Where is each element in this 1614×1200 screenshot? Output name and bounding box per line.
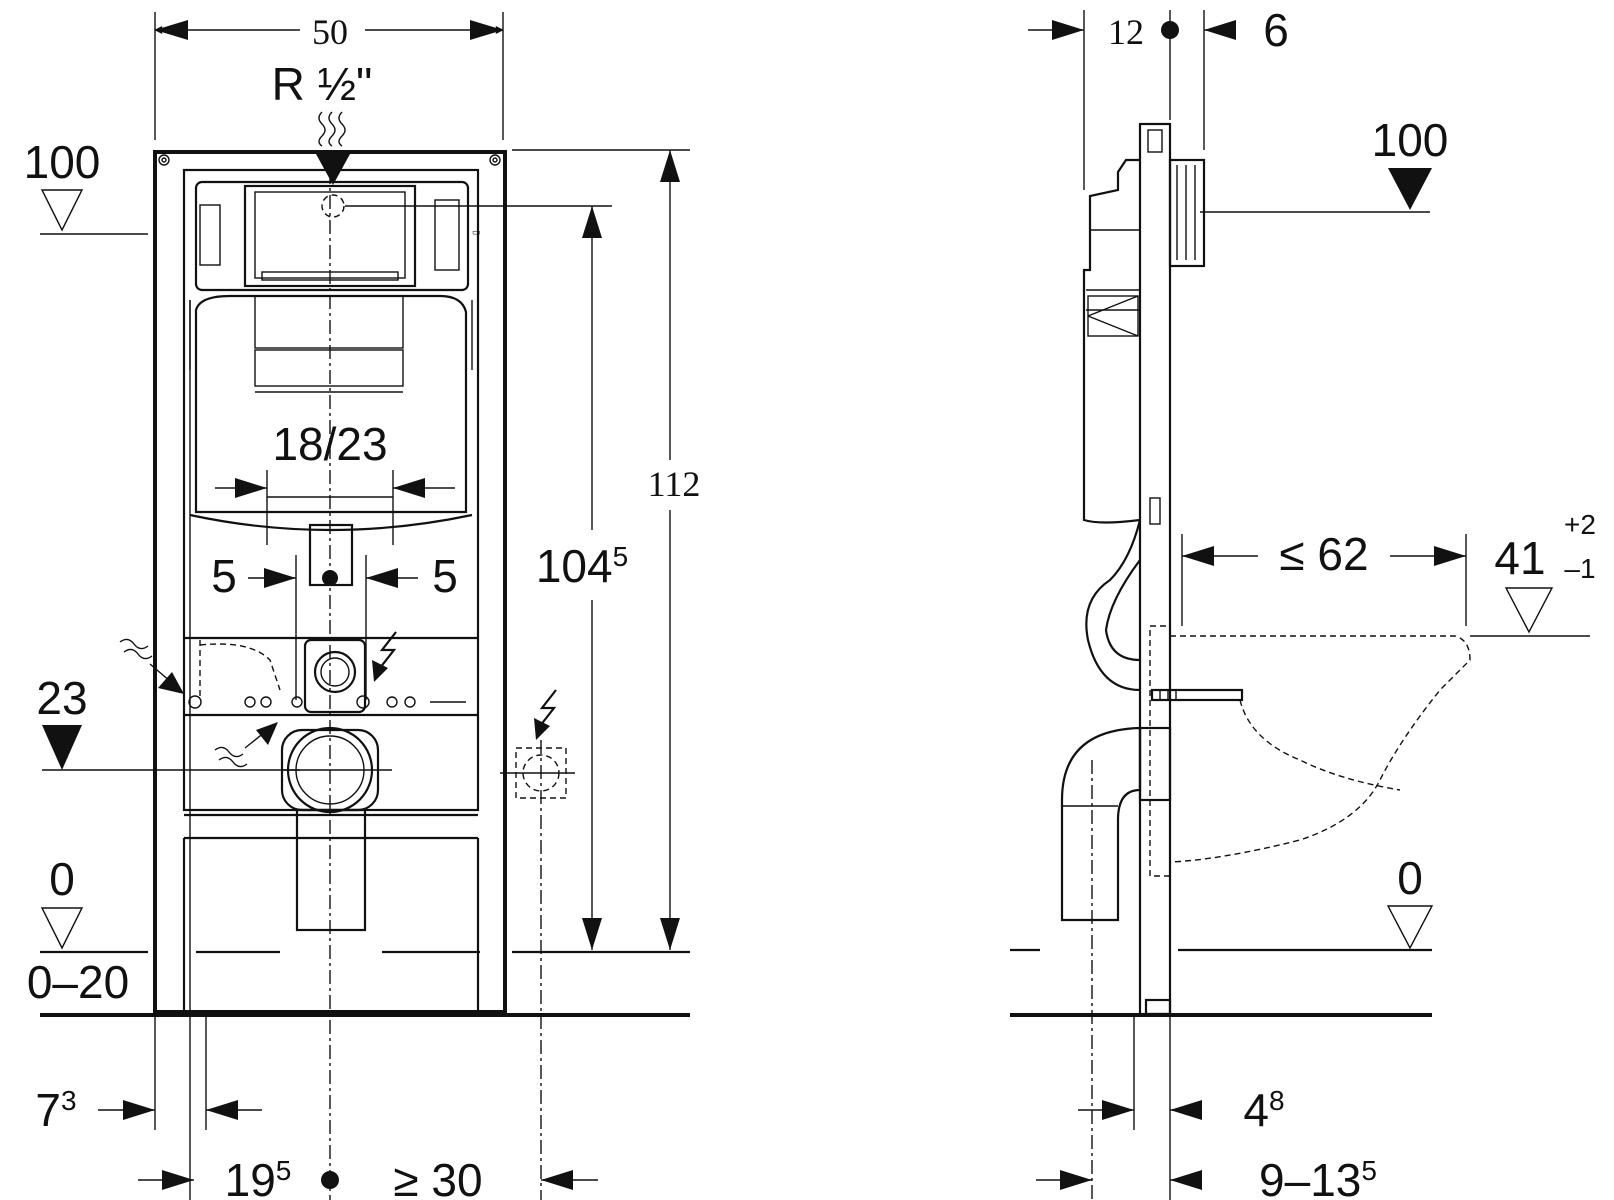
level-marker-icon (40, 907, 84, 950)
level-top-label: 100 (24, 136, 101, 188)
water-supply-icon (316, 111, 350, 185)
level-marker-icon (42, 725, 82, 770)
offset-right-label: 5 (432, 550, 458, 602)
offset-left-label: 5 (211, 550, 237, 602)
width-label: 50 (312, 12, 348, 52)
width-dimension: 50 (154, 12, 504, 140)
side-floor-level-label: 0 (1397, 852, 1423, 904)
water-supply-icon (214, 722, 278, 768)
electrical-icon (534, 689, 557, 740)
total-height-label: 112 (648, 464, 701, 504)
bowl-projection-label: ≤ 62 (1279, 528, 1368, 580)
bowl-height-label: 41 (1494, 532, 1545, 584)
wall-range-label: 9–135 (1259, 1154, 1377, 1200)
offset-dimension (248, 555, 418, 700)
bowl-height-tol-plus: +2 (1564, 509, 1596, 540)
electrical-icon (372, 631, 397, 682)
center-left-label: 195 (225, 1154, 292, 1200)
frame-depth-label: 48 (1243, 1084, 1284, 1136)
side-view: 12 6 100 (1010, 4, 1596, 1200)
level-marker-icon (1504, 587, 1554, 634)
bowl-height-tol-minus: –1 (1564, 553, 1595, 584)
front-view: 50 R ½" ▭ 18/23 (24, 12, 715, 1200)
height-supply-label: 1045 (536, 540, 628, 592)
center-right-label: ≥ 30 (393, 1154, 482, 1200)
floor-range-label: 0–20 (27, 956, 129, 1008)
level-marker-icon (1386, 905, 1434, 950)
level-marker-icon (40, 189, 84, 232)
thread-label: R ½" (272, 58, 373, 110)
leg-offset-label: 73 (35, 1084, 76, 1136)
water-supply-icon (119, 638, 184, 694)
svg-text:▭: ▭ (472, 227, 481, 237)
floor-level-label: 0 (49, 853, 75, 905)
side-level-top-label: 100 (1372, 114, 1449, 166)
depth-back-label: 6 (1263, 4, 1289, 56)
flush-pipe-dimension (215, 470, 455, 545)
drain-level-label: 23 (36, 672, 87, 724)
depth-front-label: 12 (1108, 12, 1144, 52)
level-marker-icon (1388, 168, 1432, 210)
